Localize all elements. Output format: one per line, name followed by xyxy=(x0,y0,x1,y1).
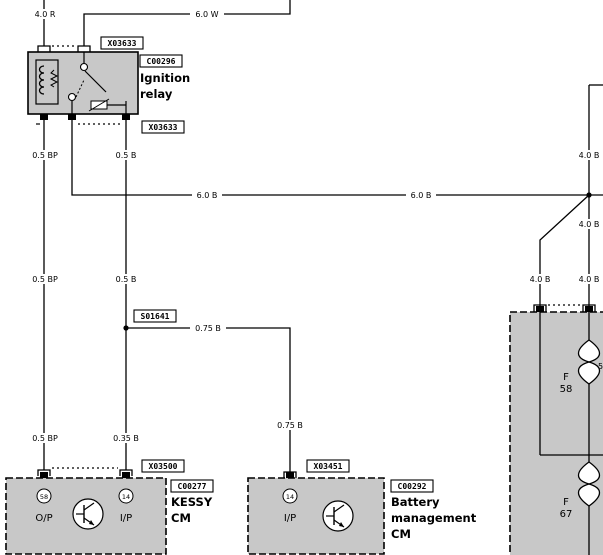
fuse-f58-number: 58 xyxy=(560,384,573,395)
wire-label: 6.0 B xyxy=(197,191,218,200)
wire-label: 6.0 W xyxy=(195,10,218,19)
kessy-label-op: O/P xyxy=(35,513,52,524)
svg-text:C00296: C00296 xyxy=(147,57,176,66)
splice-tag: S01641 xyxy=(133,309,177,323)
svg-text:X03451: X03451 xyxy=(314,462,343,471)
fuse-box: F 58 5 F 67 xyxy=(509,304,603,555)
svg-text:X03633: X03633 xyxy=(108,39,137,48)
wire-label: 0.35 B xyxy=(113,434,139,443)
wire-075b xyxy=(126,327,291,472)
battery-name-line1: Battery xyxy=(391,495,440,509)
relay-name-line1: Ignition xyxy=(140,71,190,85)
relay-top-pin-left xyxy=(37,45,51,52)
kessy-code-tag: C00277 xyxy=(170,479,214,493)
kessy-name-line1: KESSY xyxy=(171,495,213,509)
kessy-label-ip: I/P xyxy=(120,513,132,524)
junction-dot xyxy=(586,192,592,198)
battery-name-line3: CM xyxy=(391,527,411,541)
fuse-f58-letter: F xyxy=(563,372,569,383)
battery-label-ip: I/P xyxy=(284,513,296,524)
svg-text:C00292: C00292 xyxy=(398,482,427,491)
connector-x03633-bottom: X03633 xyxy=(141,120,185,134)
relay-name-line2: relay xyxy=(140,87,173,101)
relay-coil xyxy=(38,65,45,95)
kessy-pin-58: 58 xyxy=(40,493,48,501)
wire-label: 0.75 B xyxy=(277,421,303,430)
connector-x03451: X03451 xyxy=(306,459,350,473)
wire-labels: 4.0 R 6.0 W 0.5 BP 0.5 B 4.0 B 6.0 B 6.0… xyxy=(27,9,603,443)
wire-label: 4.0 B xyxy=(579,151,600,160)
svg-text:C00277: C00277 xyxy=(178,482,207,491)
relay-top-pin-right xyxy=(77,45,91,52)
svg-text:S01641: S01641 xyxy=(141,312,170,321)
wire-label: 6.0 B xyxy=(411,191,432,200)
battery-module: 14 I/P xyxy=(247,471,385,555)
fuse-cropped-label: 5 xyxy=(598,362,603,371)
fuse-f67-letter: F xyxy=(563,497,569,508)
fuse-icon xyxy=(577,339,601,385)
connector-x03500: X03500 xyxy=(141,459,185,473)
splice-dot xyxy=(123,325,129,331)
kessy-module: 58 14 O/P I/P xyxy=(5,467,167,555)
transistor-icon xyxy=(72,498,104,530)
wire-label: 4.0 B xyxy=(530,275,551,284)
fuse-f67-number: 67 xyxy=(560,509,573,520)
relay-switch-arm xyxy=(84,70,107,93)
wire-6w xyxy=(83,0,291,46)
relay-code-tag: C00296 xyxy=(139,54,183,68)
svg-text:X03633: X03633 xyxy=(149,123,178,132)
wire-label: 0.5 B xyxy=(116,151,137,160)
relay-resistor xyxy=(49,69,59,88)
connector-x03633-top: X03633 xyxy=(100,36,144,50)
wire-label: 0.5 BP xyxy=(32,151,58,160)
wire-label: 4.0 B xyxy=(579,220,600,229)
battery-code-tag: C00292 xyxy=(390,479,434,493)
transistor-icon xyxy=(322,500,354,532)
wire-label: 0.5 BP xyxy=(32,275,58,284)
wire-label: 4.0 R xyxy=(35,10,56,19)
battery-name-line2: management xyxy=(391,511,477,525)
wire-label: 4.0 B xyxy=(579,275,600,284)
fuse-icon xyxy=(577,461,601,507)
ignition-relay xyxy=(27,45,139,125)
battery-body xyxy=(247,477,385,555)
wire-label: 0.5 BP xyxy=(32,434,58,443)
kessy-pin-14: 14 xyxy=(122,493,130,501)
wire-diag-4b xyxy=(539,194,590,308)
kessy-name-line2: CM xyxy=(171,511,191,525)
wire-label: 0.75 B xyxy=(195,324,221,333)
battery-pin-14: 14 xyxy=(286,493,294,501)
svg-text:X03500: X03500 xyxy=(149,462,178,471)
wire-label: 0.5 B xyxy=(116,275,137,284)
